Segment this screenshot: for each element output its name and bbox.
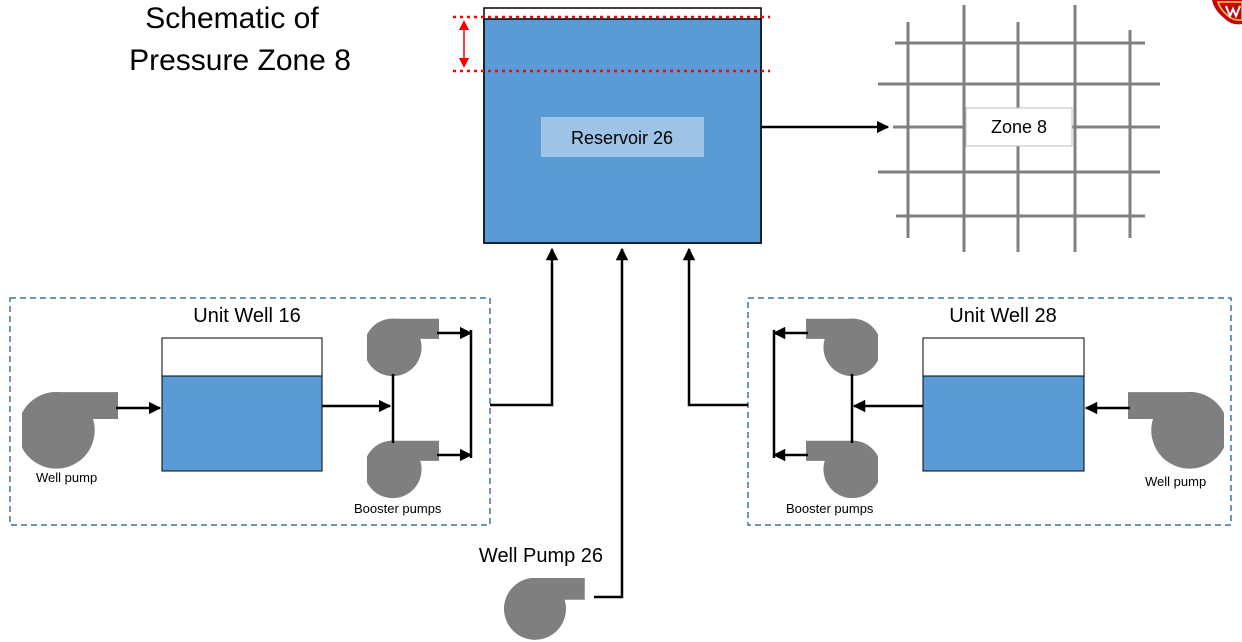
pump-icon [367, 318, 439, 377]
pump-icon [806, 440, 878, 499]
unit-well-28-title: Unit Well 28 [949, 305, 1056, 327]
title-line-2: Pressure Zone 8 [129, 44, 351, 77]
reservoir-26: Reservoir 26 [483, 7, 762, 244]
pump-icon [1128, 392, 1224, 469]
level-arrow-up-icon [459, 20, 469, 30]
reservoir-label: Reservoir 26 [571, 128, 673, 148]
unit-well-28-to-reservoir-pipe [682, 247, 748, 407]
reservoir-label-box [541, 117, 704, 157]
unit-well-16-to-reservoir-pipe [490, 247, 559, 407]
unit-well-16-title: Unit Well 16 [193, 305, 300, 327]
pump-icon [367, 440, 439, 499]
unit-well-16: Unit Well 16 Well pump Booster pumps [9, 297, 491, 526]
zone-label-box [965, 107, 1073, 147]
unit-well-28-well-pump-label: Well pump [1145, 474, 1206, 489]
pump-icon [806, 318, 878, 377]
unit-well-16-booster-label: Booster pumps [354, 501, 442, 516]
well-pump-26: Well Pump 26 [479, 247, 629, 640]
pump-icon [22, 392, 118, 469]
unit-well-28-tank-water [922, 375, 1085, 472]
level-arrow-down-icon [459, 58, 469, 68]
unit-well-16-border [9, 297, 491, 526]
unit-well-16-well-pump-label: Well pump [36, 470, 97, 485]
title-line-1: Schematic of [145, 2, 319, 35]
unit-well-16-tank-water [161, 375, 323, 472]
unit-well-28-booster-label: Booster pumps [786, 501, 874, 516]
well-pump-26-label: Well Pump 26 [479, 545, 603, 567]
water-level-marker [453, 15, 770, 73]
pump-icon [503, 578, 585, 640]
zone-label: Zone 8 [991, 117, 1047, 137]
logo-icon [1212, 0, 1242, 25]
well-pump-26-to-reservoir-pipe [594, 247, 629, 599]
unit-well-28: Unit Well 28 Well pump Booster pumps [747, 297, 1232, 526]
unit-well-28-border [747, 297, 1232, 526]
